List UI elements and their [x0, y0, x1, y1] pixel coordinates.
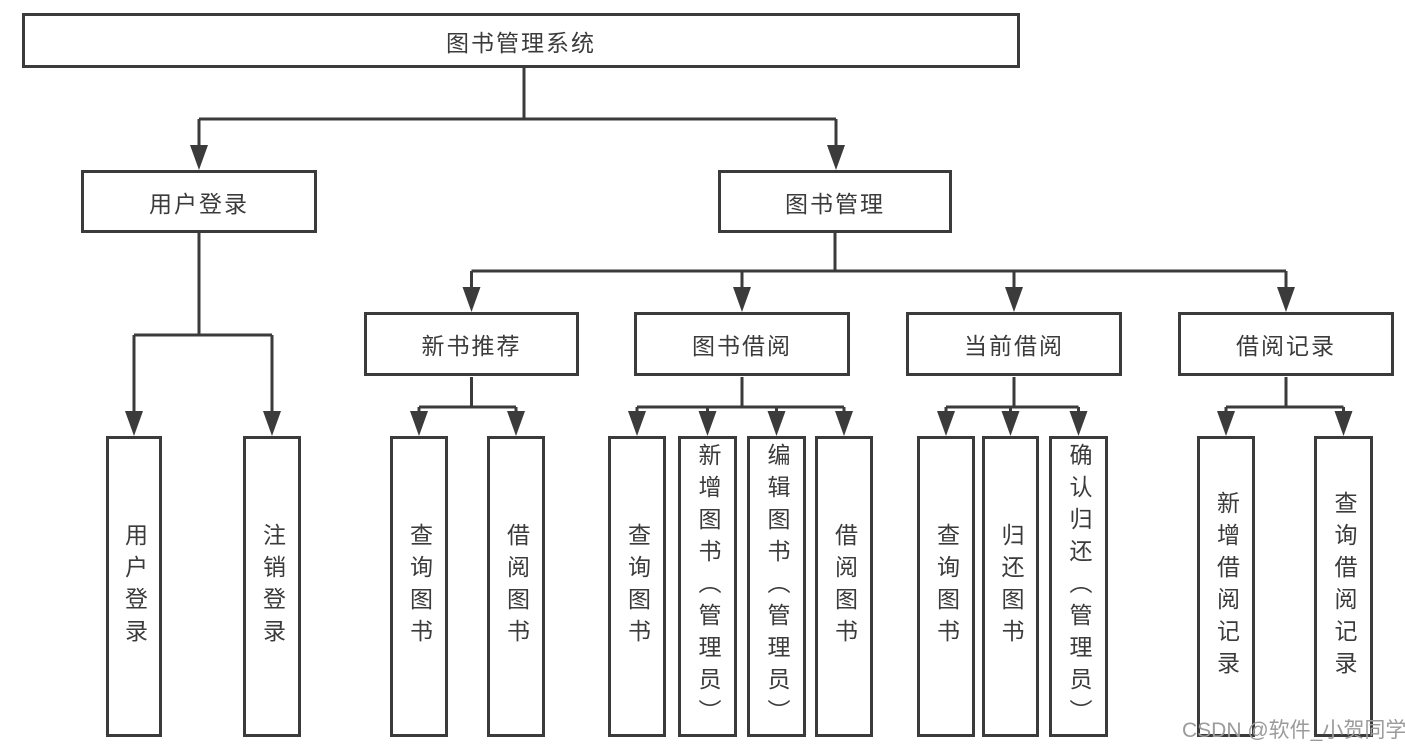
node-borrow-add-books-admin: 新增图书（管理员） — [678, 436, 737, 737]
node-borrow-query-books: 查询图书 — [608, 436, 666, 737]
node-user-login: 用户登录 — [81, 170, 317, 233]
node-current-query-books: 查询图书 — [917, 436, 975, 737]
node-current-return-books: 归还图书 — [982, 436, 1039, 737]
node-borrow-borrow-books: 借阅图书 — [815, 436, 873, 737]
node-recommend-borrow-books: 借阅图书 — [487, 436, 545, 737]
node-current-borrow: 当前借阅 — [906, 312, 1122, 376]
node-records-query-record: 查询借阅记录 — [1314, 436, 1373, 737]
node-user-login-action: 用户登录 — [106, 436, 162, 737]
node-borrow-edit-books-admin: 编辑图书（管理员） — [747, 436, 806, 737]
watermark: CSDN @软件_小贺同学 — [1182, 719, 1405, 742]
node-logout-action: 注销登录 — [243, 436, 301, 737]
node-root: 图书管理系统 — [22, 13, 1020, 68]
node-borrow-records: 借阅记录 — [1178, 312, 1394, 376]
node-records-add-record: 新增借阅记录 — [1197, 436, 1255, 737]
node-recommend-query-books: 查询图书 — [390, 436, 448, 737]
node-new-book-recommend: 新书推荐 — [364, 312, 579, 376]
node-book-management: 图书管理 — [718, 170, 952, 233]
node-current-confirm-return-admin: 确认归还（管理员） — [1049, 436, 1108, 737]
node-book-borrow: 图书借阅 — [634, 312, 850, 376]
